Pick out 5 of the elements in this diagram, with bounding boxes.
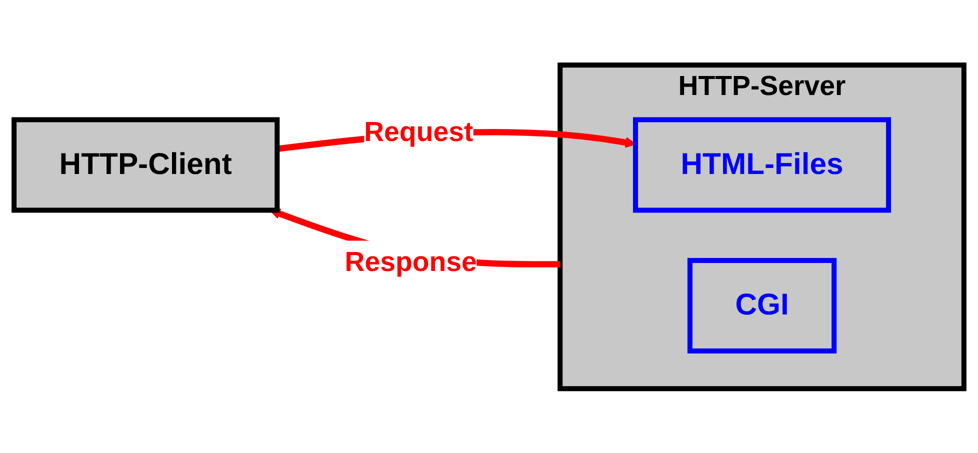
edge-label: Request: [364, 116, 474, 148]
node-box: CGI: [687, 258, 837, 354]
node-box: HTTP-Client: [12, 116, 280, 212]
node-box: HTML-Files: [633, 116, 892, 212]
edge-label: Response: [344, 245, 477, 277]
